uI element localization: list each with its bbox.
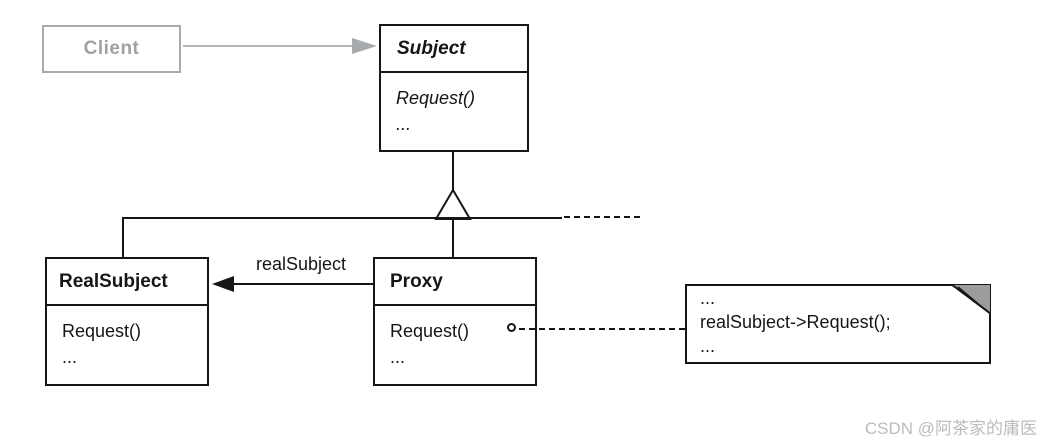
class-title-client: Client <box>83 38 140 59</box>
class-title-proxy: Proxy <box>375 259 535 306</box>
watermark-text: CSDN @阿茶家的庸医 <box>864 419 1037 438</box>
note-line-ellipsis: ... <box>700 288 716 308</box>
class-box-client: Client <box>42 25 181 73</box>
class-body-proxy: Request() ... <box>375 306 535 369</box>
inheritance-stem-line <box>452 152 454 190</box>
method-ellipsis: ... <box>62 347 78 367</box>
code-note: ... realSubject->Request(); ... <box>685 284 991 364</box>
class-box-subject: Subject Request() ... <box>379 24 529 152</box>
note-line-code: realSubject->Request(); <box>700 312 891 332</box>
note-dashed-connector <box>519 328 685 330</box>
method-ellipsis: ... <box>396 114 412 134</box>
method-ellipsis: ... <box>390 347 406 367</box>
class-box-realsubject: RealSubject Request() ... <box>45 257 209 386</box>
inheritance-drop-proxy <box>452 219 454 257</box>
inheritance-dashed-continuation <box>564 216 640 218</box>
association-label-realsubject: realSubject <box>255 254 347 274</box>
proxy-realsubject-association-line <box>230 283 373 285</box>
client-subject-association-line <box>183 45 353 47</box>
black-arrowhead-icon <box>212 276 234 292</box>
method-label: Request() <box>396 88 476 108</box>
gray-arrowhead-icon <box>352 38 377 54</box>
class-title-subject: Subject <box>381 26 527 73</box>
method-label: Request() <box>62 321 142 341</box>
method-label: Request() <box>390 321 470 341</box>
class-box-proxy: Proxy Request() ... <box>373 257 537 386</box>
note-line-ellipsis: ... <box>700 336 716 356</box>
class-body-realsubject: Request() ... <box>47 306 207 369</box>
class-title-realsubject: RealSubject <box>47 259 207 306</box>
inheritance-horizontal-line <box>122 217 562 219</box>
class-body-subject: Request() ... <box>381 73 527 136</box>
note-anchor-circle-icon <box>507 323 516 332</box>
inheritance-drop-realsubject <box>122 219 124 257</box>
folded-corner-icon <box>951 284 991 314</box>
